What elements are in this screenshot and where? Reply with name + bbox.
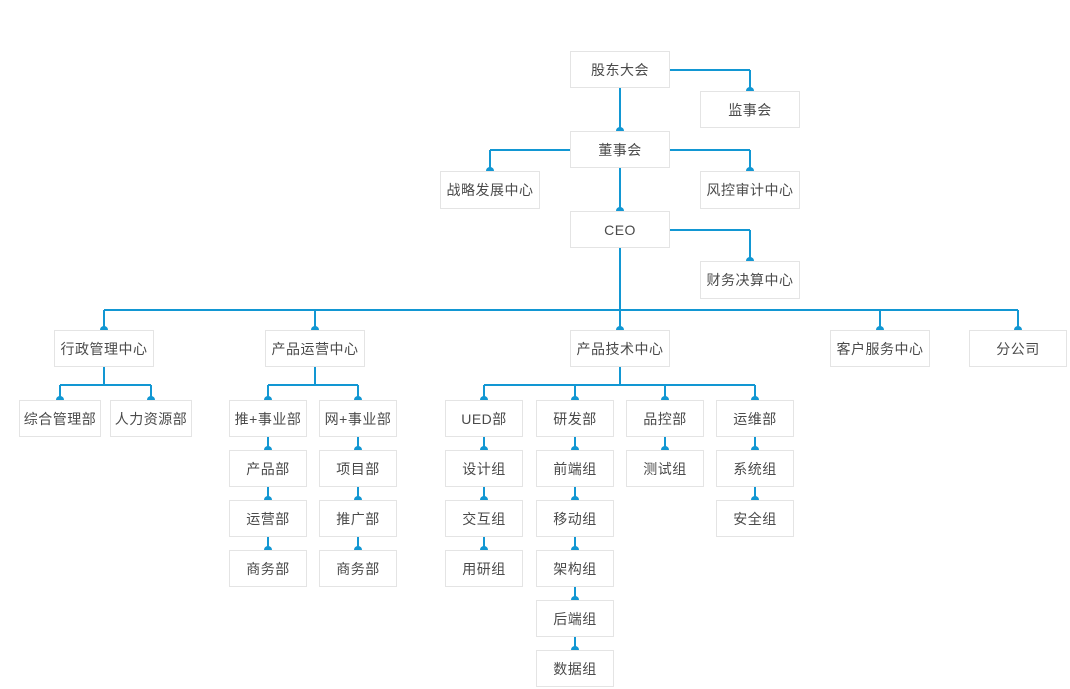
org-node-fengongsi: 分公司 [969, 330, 1067, 367]
org-node-ceshi-zu: 测试组 [626, 450, 704, 487]
org-node-yidong-zu: 移动组 [536, 500, 614, 537]
org-node-renli-ziyuanbu: 人力资源部 [110, 400, 192, 437]
org-node-dongshihui: 董事会 [570, 131, 670, 168]
org-node-chanpin-bu: 产品部 [229, 450, 307, 487]
org-node-gudong-dahui: 股东大会 [570, 51, 670, 88]
org-node-caiwu-juesuan: 财务决算中心 [700, 261, 800, 299]
org-node-chanpin-jishu: 产品技术中心 [570, 330, 670, 367]
org-node-jianshihui: 监事会 [700, 91, 800, 128]
org-node-ceo: CEO [570, 211, 670, 248]
org-node-wang-shiyebu: 网+事业部 [319, 400, 397, 437]
org-node-pinkong-bu: 品控部 [626, 400, 704, 437]
org-node-fengkong-shenji: 风控审计中心 [700, 171, 800, 209]
org-node-yunwei-bu: 运维部 [716, 400, 794, 437]
org-node-xiangmu-bu: 项目部 [319, 450, 397, 487]
org-node-zhanlve-fazhan: 战略发展中心 [440, 171, 540, 209]
org-node-xingzheng-guanli: 行政管理中心 [54, 330, 154, 367]
org-node-qianduan-zu: 前端组 [536, 450, 614, 487]
org-node-yanfa-bu: 研发部 [536, 400, 614, 437]
org-node-shuju-zu: 数据组 [536, 650, 614, 687]
org-node-sheji-zu: 设计组 [445, 450, 523, 487]
org-node-tuiguang-bu: 推广部 [319, 500, 397, 537]
org-node-chanpin-yunying: 产品运营中心 [265, 330, 365, 367]
org-node-tui-shiyebu: 推+事业部 [229, 400, 307, 437]
org-node-yunying-bu: 运营部 [229, 500, 307, 537]
org-node-ued-bu: UED部 [445, 400, 523, 437]
org-node-anquan-zu: 安全组 [716, 500, 794, 537]
org-node-shangwu-bu-1: 商务部 [229, 550, 307, 587]
org-node-jiagou-zu: 架构组 [536, 550, 614, 587]
org-node-jiaohu-zu: 交互组 [445, 500, 523, 537]
org-node-houduan-zu: 后端组 [536, 600, 614, 637]
org-node-xitong-zu: 系统组 [716, 450, 794, 487]
org-node-yongyan-zu: 用研组 [445, 550, 523, 587]
org-node-kehu-fuwu: 客户服务中心 [830, 330, 930, 367]
org-node-zonghe-guanlibu: 综合管理部 [19, 400, 101, 437]
org-node-shangwu-bu-2: 商务部 [319, 550, 397, 587]
